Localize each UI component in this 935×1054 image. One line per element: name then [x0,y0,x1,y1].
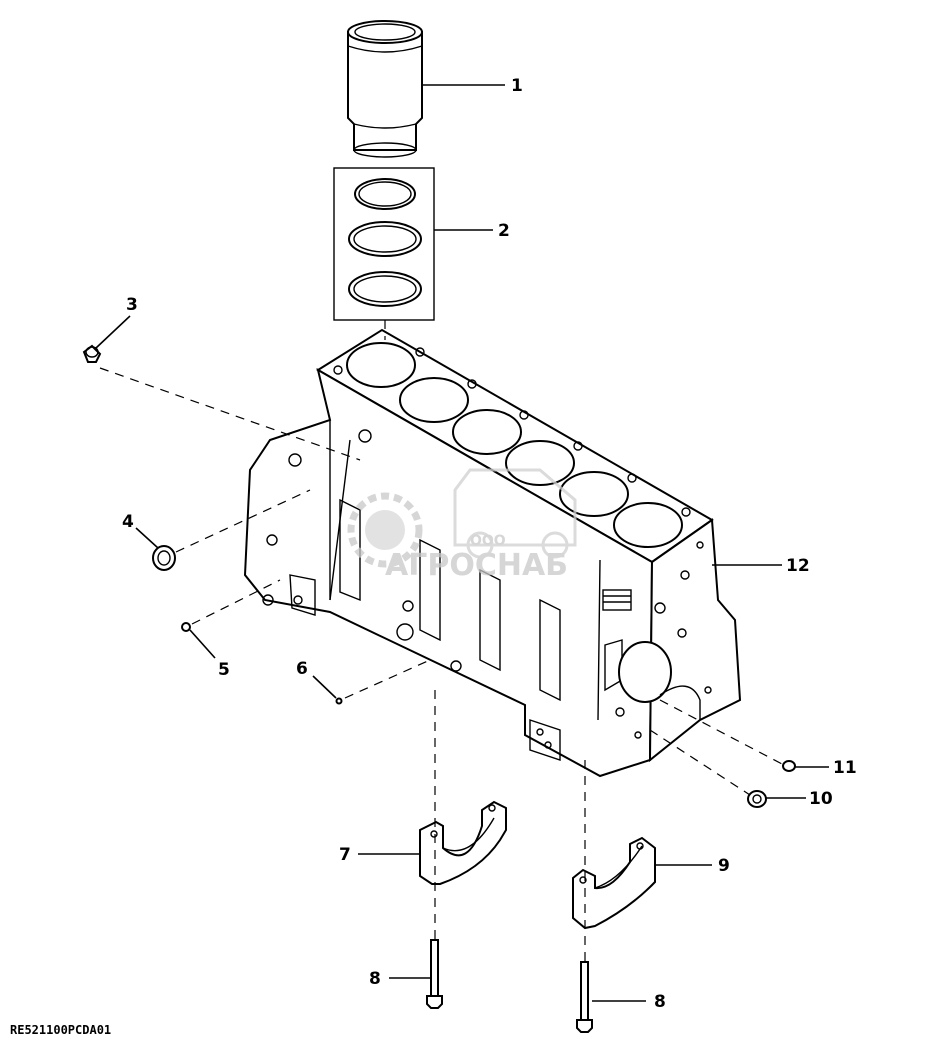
callout-11: 11 [833,758,857,778]
plug-part-6[interactable] [335,697,343,705]
plug-part-10[interactable] [747,790,767,808]
main-bearing-cap-part-7[interactable] [419,800,507,885]
callout-10: 10 [809,789,833,809]
cap-screw-right[interactable] [576,961,593,1033]
leader-lines [95,84,829,1002]
thrust-bearing-cap-part-9[interactable] [572,836,656,930]
plug-part-4[interactable] [152,545,176,571]
reference-code: RE521100PCDA01 [10,1023,111,1037]
watermark-logo: ООО АГРОСНАБ [347,468,577,583]
callout-3: 3 [126,295,138,315]
callout-2: 2 [498,221,510,241]
callout-5: 5 [218,660,230,680]
watermark-small-text: ООО [470,533,506,549]
callout-8-right: 8 [654,992,666,1012]
plug-part-11[interactable] [782,760,796,772]
callouts: 1 2 3 4 5 6 7 8 8 9 10 11 12 [122,76,857,1012]
cylinder-block[interactable] [243,328,742,778]
callout-7: 7 [339,845,351,865]
cap-screw-left[interactable] [426,939,443,1009]
callout-4: 4 [122,512,134,532]
plug-part-3[interactable] [82,344,102,363]
callout-8-left: 8 [369,969,381,989]
cylinder-liner[interactable] [347,20,423,158]
assembly-lines [99,320,783,962]
plug-part-5[interactable] [181,622,191,632]
callout-1: 1 [511,76,523,96]
o-ring-kit[interactable] [333,167,435,321]
callout-12: 12 [786,556,810,576]
callout-9: 9 [718,856,730,876]
callout-6: 6 [296,659,308,679]
watermark-large-text: АГРОСНАБ [385,548,568,583]
